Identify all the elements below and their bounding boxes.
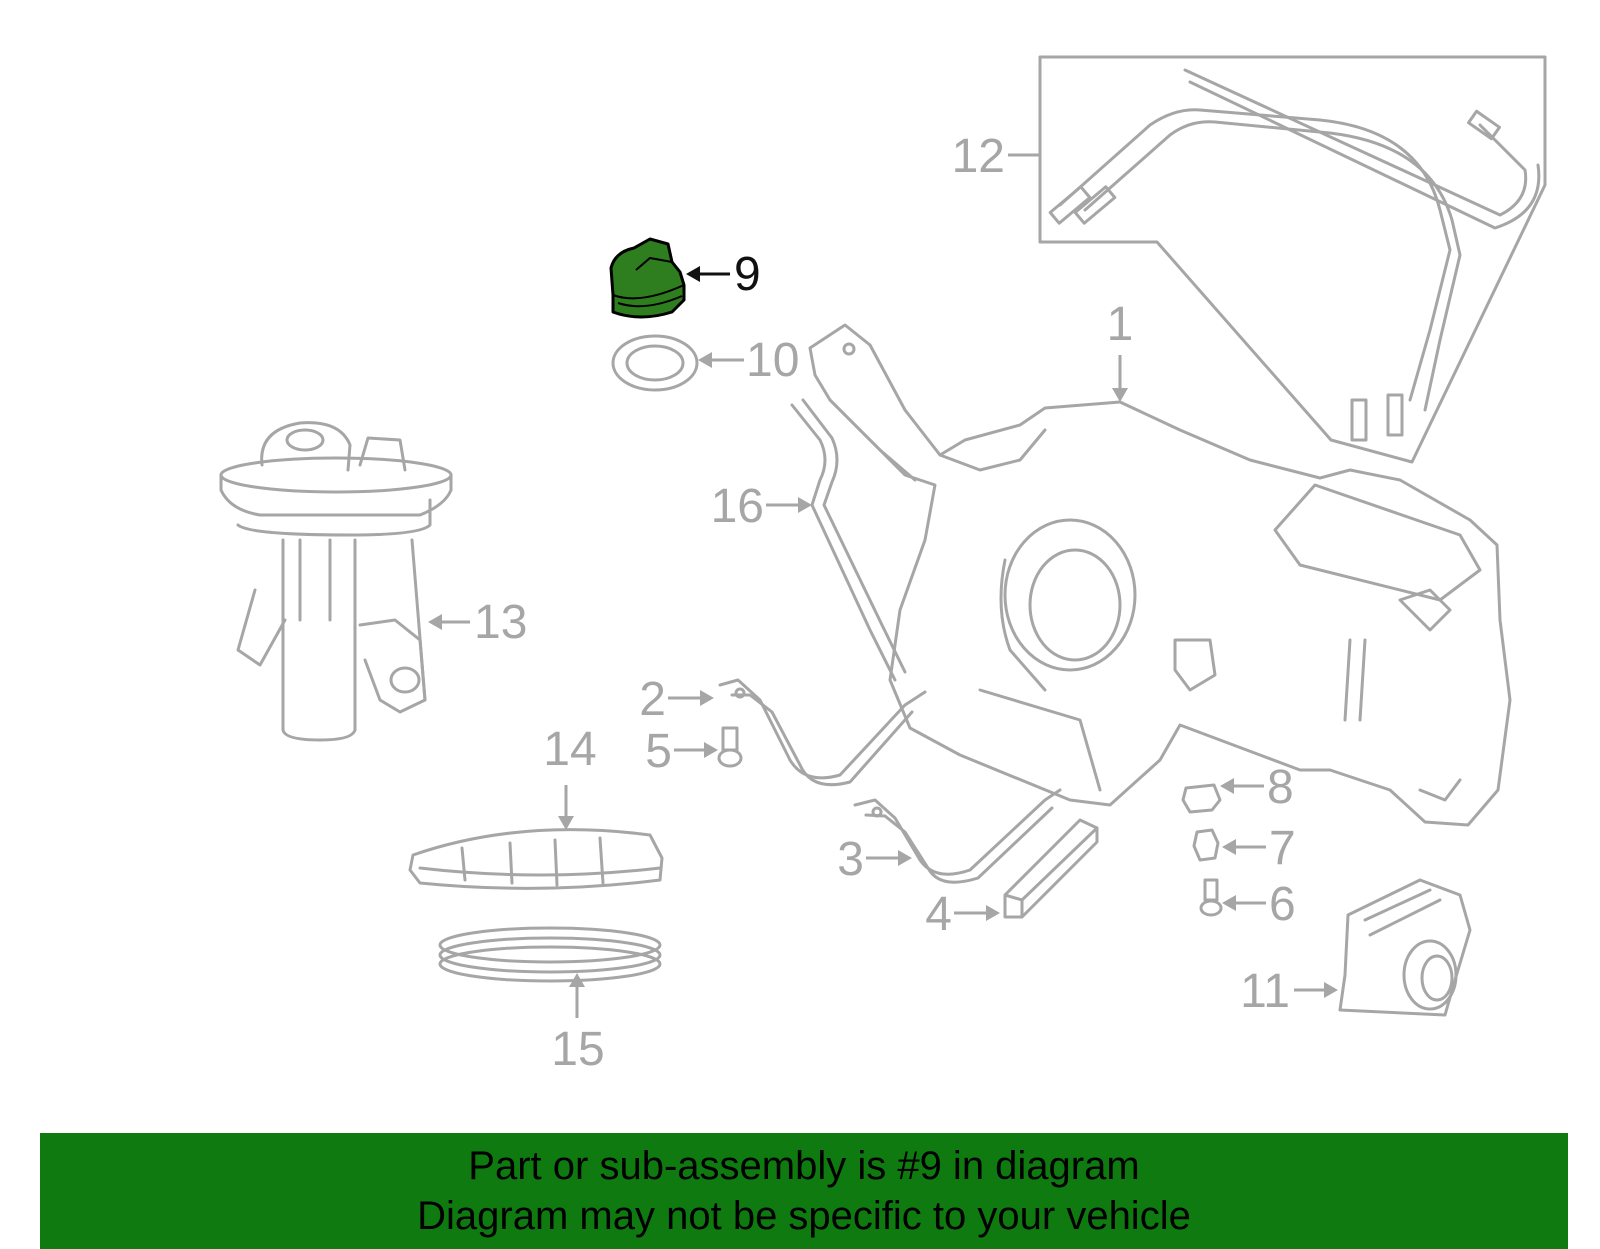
callout-12: 12 (952, 130, 1005, 183)
callout-8: 8 (1267, 761, 1294, 814)
banner-line-2: Diagram may not be specific to your vehi… (417, 1194, 1191, 1238)
part-9-fuel-cap[interactable] (609, 237, 686, 319)
part-8-nut[interactable] (1181, 783, 1222, 814)
callout-11: 11 (1240, 965, 1290, 1018)
callout-labels: 1 12 9 10 16 13 2 5 14 15 3 4 8 7 6 11 (474, 130, 1296, 1076)
part-13-fuel-pump-module[interactable] (219, 421, 453, 742)
part-3-strap[interactable] (853, 788, 1062, 884)
callout-4: 4 (925, 888, 952, 941)
info-banner: Part or sub-assembly is #9 in diagram Di… (40, 1133, 1568, 1249)
part-6-bolt[interactable] (1199, 878, 1223, 917)
callout-14: 14 (543, 723, 596, 776)
leader-lines (428, 153, 1338, 1018)
part-1-fuel-tank[interactable] (808, 323, 1512, 827)
callout-2: 2 (639, 673, 666, 726)
callout-1: 1 (1107, 298, 1134, 351)
callout-3: 3 (837, 833, 864, 886)
part-10-gasket[interactable] (611, 334, 699, 392)
banner-line-1: Part or sub-assembly is #9 in diagram (468, 1144, 1140, 1188)
callout-9[interactable]: 9 (734, 248, 761, 301)
callout-6: 6 (1269, 878, 1296, 931)
part-12-fuel-lines[interactable] (1038, 55, 1547, 464)
callout-15: 15 (551, 1023, 604, 1076)
callout-10: 10 (746, 334, 799, 387)
part-4-pad[interactable] (1003, 818, 1099, 919)
callout-16: 16 (711, 480, 764, 533)
part-5-bolt[interactable] (717, 726, 743, 768)
callout-13: 13 (474, 596, 527, 649)
callout-7: 7 (1269, 822, 1296, 875)
part-2-strap[interactable] (718, 678, 927, 787)
part-14-lock-ring[interactable] (408, 828, 664, 890)
part-16-vent-tube[interactable] (790, 398, 907, 682)
callout-5: 5 (645, 725, 672, 778)
part-11-shield[interactable] (1338, 878, 1472, 1017)
part-7-nut[interactable] (1192, 828, 1220, 862)
part-15-seal-ring[interactable] (438, 926, 662, 983)
